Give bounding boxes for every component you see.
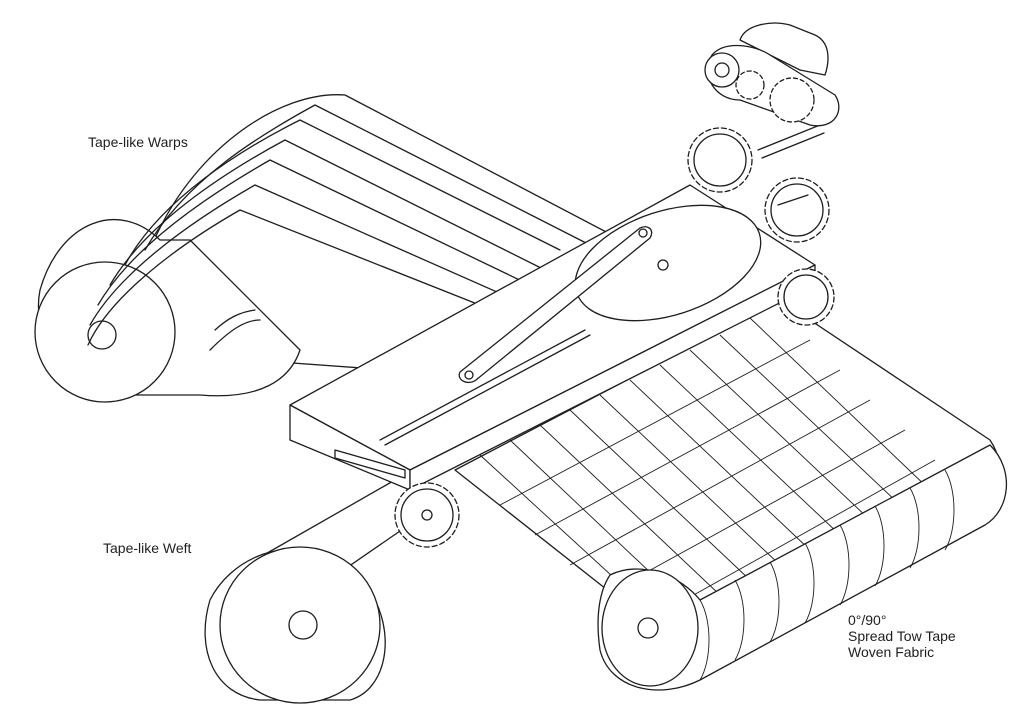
motor-housing <box>739 22 829 76</box>
woven-fabric <box>454 299 1008 691</box>
weft-slot <box>334 449 406 479</box>
cam-mechanism <box>458 204 762 384</box>
gear-upper-left <box>687 127 753 193</box>
cam-pivot <box>657 259 669 271</box>
motor-pulley <box>704 52 740 88</box>
gear-front <box>394 482 460 548</box>
gear-train <box>394 124 835 548</box>
label-fabric-material: Spread Tow Tape <box>848 628 956 644</box>
drive-motor <box>704 22 840 127</box>
label-tape-like-weft: Tape-like Weft <box>103 540 192 556</box>
label-fabric-type: Woven Fabric <box>848 644 935 660</box>
label-woven-fabric: 0°/90° Spread Tow Tape Woven Fabric <box>848 612 956 660</box>
gear-upper-right <box>764 177 830 243</box>
belt-gear <box>769 77 815 123</box>
weft-roll-hub <box>288 610 318 640</box>
label-tape-like-warps: Tape-like Warps <box>88 134 188 150</box>
weft-roll-face <box>219 546 381 704</box>
gear-lower-right <box>777 268 835 326</box>
fabric-roll-hub <box>637 617 659 639</box>
fabric-roll-face <box>601 569 699 687</box>
label-fabric-orientation: 0°/90° <box>848 612 887 628</box>
warp-roll-face <box>34 261 176 403</box>
link-arm <box>458 226 653 384</box>
